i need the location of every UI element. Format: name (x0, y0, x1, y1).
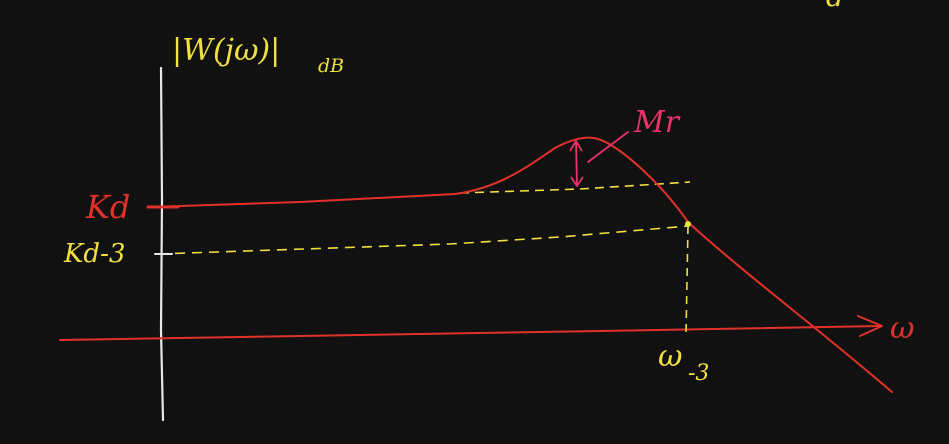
mr-arrow-head-bottom (570, 176, 584, 187)
y-axis (159, 66, 165, 422)
omega-3-dashed-drop (685, 225, 689, 335)
corner-partial-text: d (826, 0, 844, 13)
y-axis-label: |W(jω)| (172, 33, 280, 68)
omega-3-label: ω (658, 339, 682, 374)
magnitude-curve (149, 136, 893, 393)
mr-arrow-head-top (569, 140, 583, 152)
x-axis-arrowhead (857, 315, 883, 337)
mr-leader-line (587, 131, 629, 163)
omega-3-label-subscript: -3 (688, 361, 709, 386)
x-axis-label: ω (890, 311, 914, 346)
x-axis (59, 325, 881, 341)
mr-arrow-shaft (575, 140, 578, 187)
kd-minus-3-dashed-line (157, 225, 689, 255)
kd-label: Kd (85, 188, 130, 226)
kd-minus-3-label: Kd-3 (63, 239, 125, 269)
cutoff-point (685, 221, 691, 227)
kd-dashed-line (459, 181, 691, 194)
mr-label: Mr (633, 105, 681, 140)
y-axis-label-subscript: dB (318, 55, 344, 77)
